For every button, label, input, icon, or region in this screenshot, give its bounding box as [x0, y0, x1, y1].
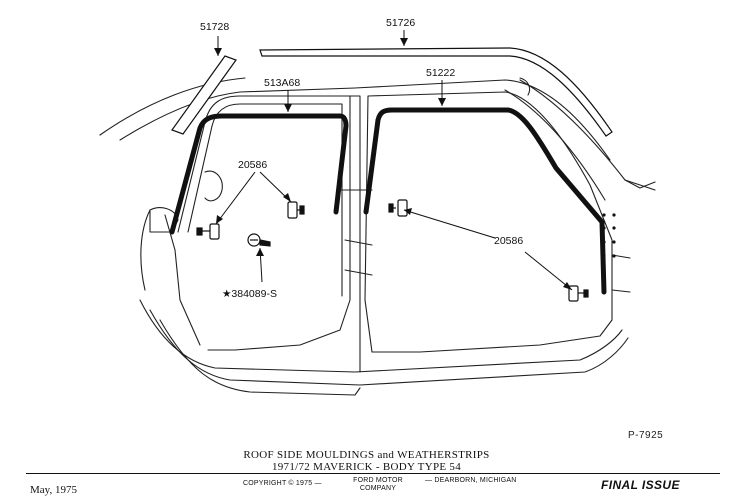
- footer-company-line1: FORD MOTOR: [353, 477, 403, 484]
- retainer-clips: [196, 199, 589, 302]
- callout-rear-door-weatherstrip: 51222: [426, 67, 455, 79]
- footer-location: — DEARBORN, MICHIGAN: [425, 477, 517, 484]
- callout-retainer-right: 20586: [494, 235, 523, 247]
- footer-company-line2: COMPANY: [359, 485, 397, 492]
- caption-title: ROOF SIDE MOULDINGS and WEATHERSTRIPS: [243, 449, 490, 461]
- callout-front-door-weatherstrip: 513A68: [264, 77, 300, 89]
- plate-number: P-7925: [628, 430, 664, 441]
- callout-roof-drip-rear: 51726: [386, 17, 415, 29]
- footer-rule: [26, 473, 720, 474]
- footer-copyright: COPYRIGHT © 1975 —: [243, 480, 322, 487]
- rear-door-weatherstrip: [363, 107, 607, 295]
- callout-roof-drip-front: 51728: [200, 21, 229, 33]
- caption-subtitle: 1971/72 MAVERICK - BODY TYPE 54: [271, 461, 462, 473]
- callout-retainer-left: 20586: [238, 159, 267, 171]
- footer-company: FORD MOTOR COMPANY: [348, 477, 408, 493]
- front-door-weatherstrip: [169, 113, 349, 235]
- leader-arrowheads: [214, 38, 572, 290]
- leader-lines: [215, 30, 573, 291]
- footer-status: FINAL ISSUE: [601, 478, 680, 492]
- car-body-outline: [99, 77, 656, 396]
- footer-date: May, 1975: [30, 484, 77, 496]
- screw-part: [247, 233, 271, 247]
- roof-drip-moulding-front: [171, 55, 237, 135]
- callout-screw: ★384089-S: [222, 288, 277, 300]
- roof-drip-moulding-rear: [259, 47, 613, 137]
